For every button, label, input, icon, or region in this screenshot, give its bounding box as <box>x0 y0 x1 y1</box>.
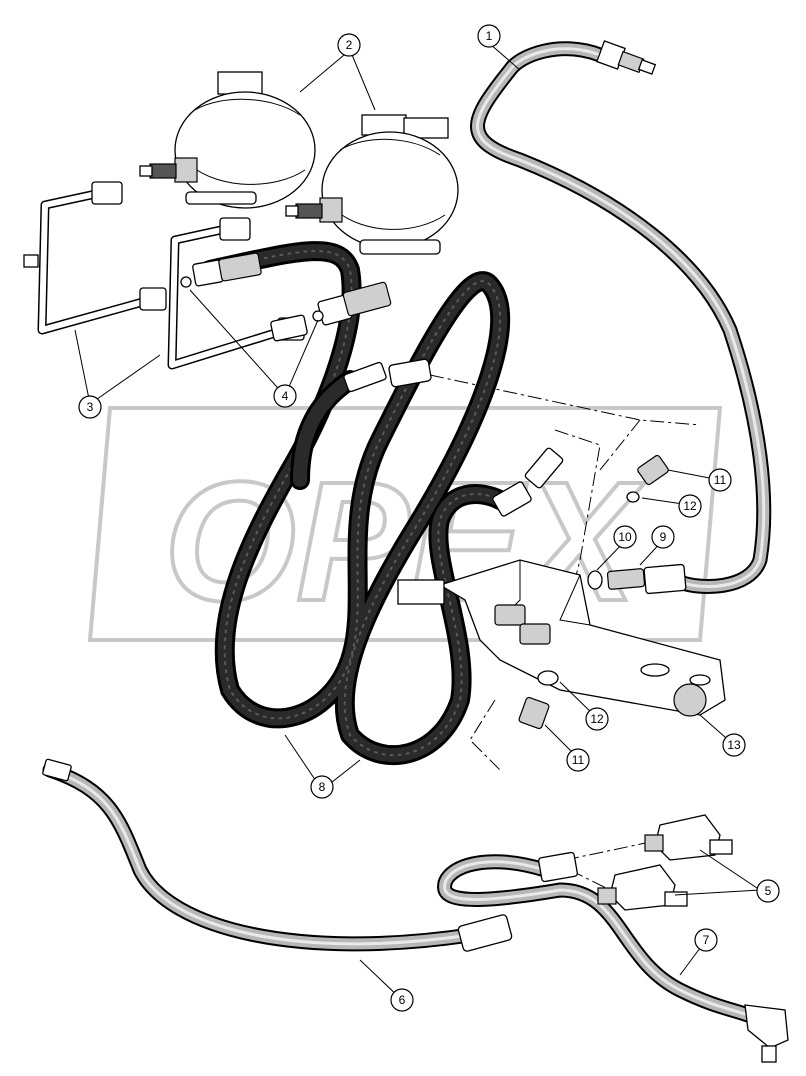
callout-9: 9 <box>651 525 675 549</box>
callout-7: 7 <box>694 928 718 952</box>
callout-5-label: 5 <box>765 884 772 898</box>
grey-tube-6 <box>42 758 513 952</box>
grey-tube-7 <box>437 851 789 1063</box>
accumulator-right <box>285 114 459 255</box>
callout-12-upper: 12 <box>678 494 702 518</box>
callout-9-label: 9 <box>660 530 667 544</box>
callout-13: 13 <box>722 733 746 757</box>
callout-11-upper-label: 11 <box>714 473 727 487</box>
callout-10: 10 <box>613 525 637 549</box>
accumulator-left <box>139 71 316 209</box>
small-fittings <box>518 454 687 730</box>
grey-hose-1 <box>470 40 772 594</box>
callout-10-label: 10 <box>618 530 632 544</box>
callout-4-label: 4 <box>282 389 289 403</box>
callout-11-lower-label: 11 <box>572 753 585 767</box>
callout-5: 5 <box>756 879 780 903</box>
hose-1-end-fitting <box>596 40 657 75</box>
callout-6: 6 <box>390 988 414 1012</box>
callout-3: 3 <box>78 395 102 419</box>
callout-4: 4 <box>273 384 297 408</box>
callouts: 1 2 3 4 5 6 7 8 <box>78 24 780 1012</box>
callout-7-label: 7 <box>703 933 710 947</box>
callout-1: 1 <box>477 24 501 48</box>
callout-2: 2 <box>337 33 361 57</box>
callout-8: 8 <box>310 775 334 799</box>
callout-8-label: 8 <box>319 780 326 794</box>
callout-1-label: 1 <box>486 29 493 43</box>
hose-fittings-4 <box>180 252 564 517</box>
black-hoses-8 <box>200 241 511 766</box>
callout-12-lower: 12 <box>585 707 609 731</box>
callout-12-upper-label: 12 <box>683 499 697 513</box>
watermark: OPEX <box>87 406 723 642</box>
callout-13-label: 13 <box>727 738 741 752</box>
callout-2-label: 2 <box>346 38 353 52</box>
callout-12-lower-label: 12 <box>590 712 604 726</box>
callout-11-lower: 11 <box>566 748 590 772</box>
bent-pipes-3 <box>23 181 305 370</box>
valve-block-13 <box>397 559 726 717</box>
callout-3-label: 3 <box>87 400 94 414</box>
elbow-fittings-5 <box>597 814 733 911</box>
callout-6-label: 6 <box>399 993 406 1007</box>
callout-11-upper: 11 <box>708 468 732 492</box>
